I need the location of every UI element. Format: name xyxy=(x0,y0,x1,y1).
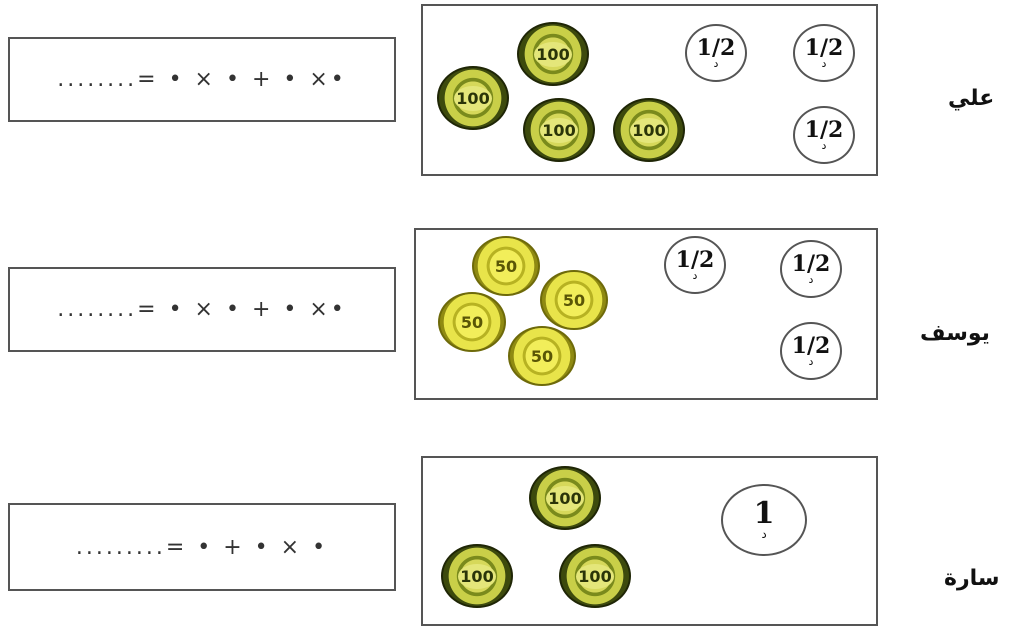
name-sara: سارة xyxy=(944,566,1000,591)
coin-50-icon: 50 xyxy=(508,326,576,386)
coin-100-icon: 100 xyxy=(613,98,685,162)
coin-50-icon: 50 xyxy=(438,292,506,352)
equation-text-ali: ........= • × • + • ×• xyxy=(57,67,347,92)
coin-100-icon: 100 xyxy=(437,66,509,130)
coin-50-icon: 50 xyxy=(472,236,540,296)
equation-text-sara: .........= • + • × • xyxy=(75,534,329,560)
coin-100-icon: 100 xyxy=(517,22,589,86)
equation-box-yousef: ........= • × • + • ×• xyxy=(8,267,396,352)
coin-100-icon: 100 xyxy=(441,544,513,608)
equation-text-yousef: ........= • × • + • ×• xyxy=(57,297,347,322)
coin-50-icon: 50 xyxy=(540,270,608,330)
coin-100-icon: 100 xyxy=(559,544,631,608)
coin-100-icon: 100 xyxy=(523,98,595,162)
name-ali: علي xyxy=(948,86,995,111)
equation-box-sara: .........= • + • × • xyxy=(8,503,396,591)
coin-100-icon: 100 xyxy=(529,466,601,530)
equation-box-ali: ........= • × • + • ×• xyxy=(8,37,396,122)
name-yousef: يوسف xyxy=(920,321,990,346)
